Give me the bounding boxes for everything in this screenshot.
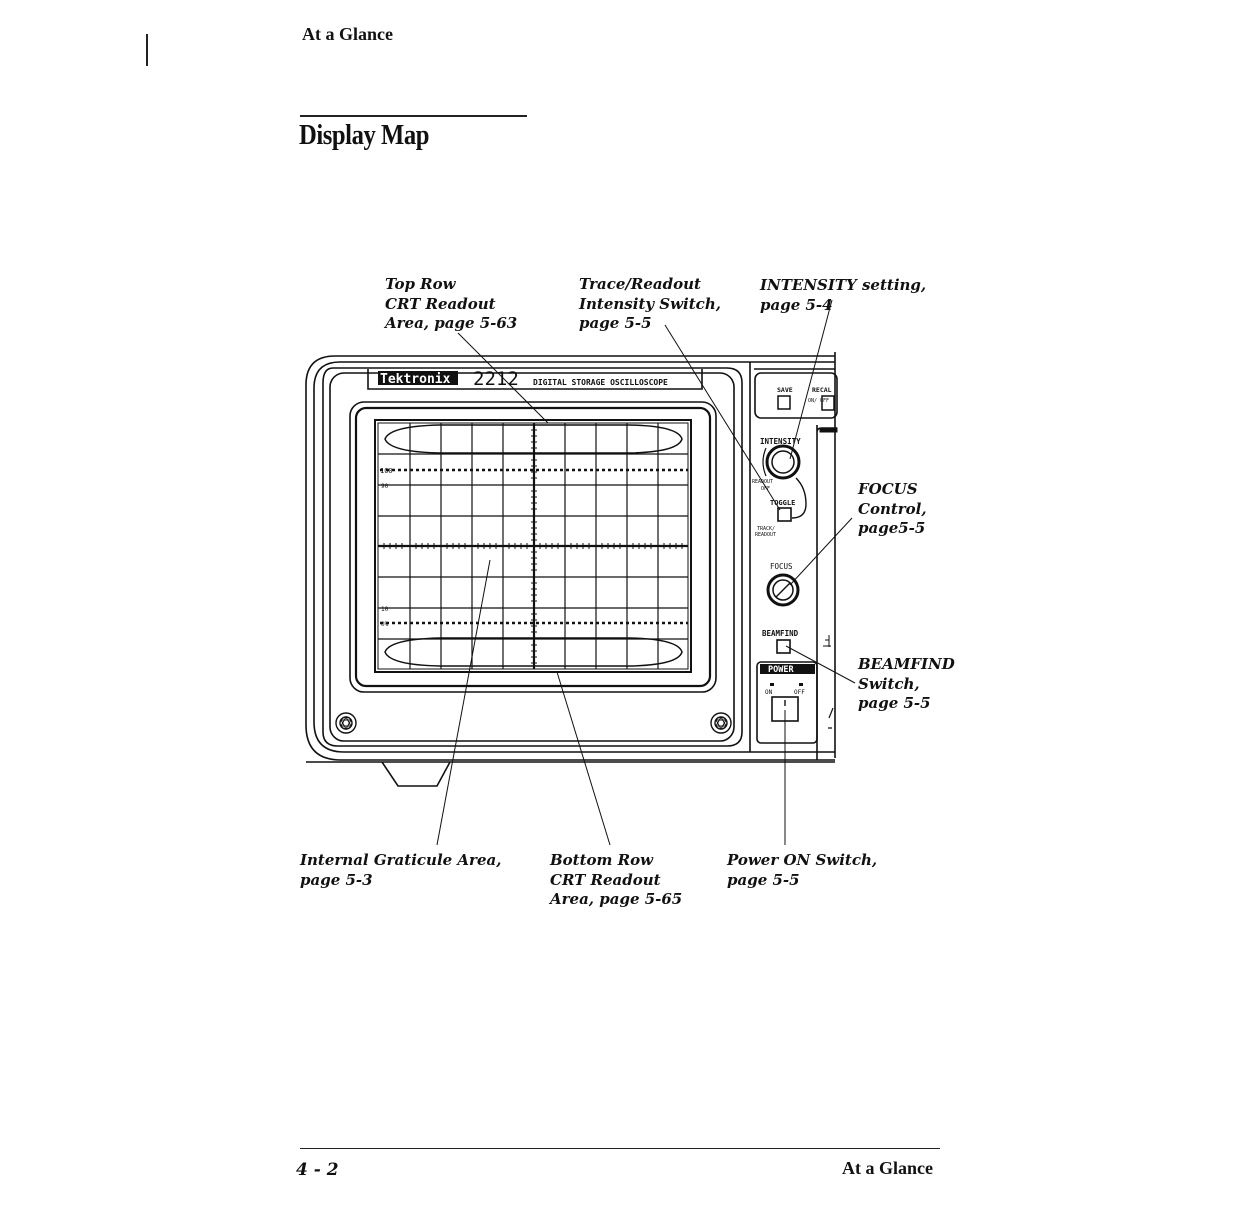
svg-text:INTENSITY: INTENSITY <box>760 437 801 446</box>
page-number: 4 - 2 <box>296 1160 339 1180</box>
crt-frame <box>322 367 743 747</box>
svg-text:READOUT: READOUT <box>755 532 776 538</box>
panel-labels: Tektronix 2212 DIGITAL STORAGE OSCILLOSC… <box>378 368 832 696</box>
crt-frame-inner <box>329 372 735 742</box>
footer-rule <box>300 1148 940 1150</box>
svg-text:BEAMFIND: BEAMFIND <box>762 629 799 638</box>
label-strip <box>367 369 703 390</box>
svg-text:OFF: OFF <box>794 689 805 696</box>
model-number: 2212 <box>473 368 519 390</box>
intensity-knob <box>765 444 801 480</box>
toggle-button <box>777 507 792 522</box>
model-description: DIGITAL STORAGE OSCILLOSCOPE <box>533 378 668 387</box>
svg-text:ON: ON <box>765 689 773 696</box>
svg-text:FOCUS: FOCUS <box>770 562 793 571</box>
front-foot <box>381 761 451 787</box>
svg-text:100: 100 <box>380 467 393 475</box>
change-bar <box>146 34 148 66</box>
svg-text:TRACK/: TRACK/ <box>757 526 775 532</box>
running-footer: At a Glance <box>842 1158 933 1178</box>
bottom-readout-area <box>384 637 683 667</box>
running-header: At a Glance <box>302 24 393 44</box>
page-title: Display Map <box>299 120 430 151</box>
title-rule <box>300 115 527 117</box>
beamfind-button <box>776 639 791 654</box>
svg-text:OFF: OFF <box>761 486 770 492</box>
brand-logo: Tektronix <box>380 372 451 387</box>
focus-knob <box>766 573 800 607</box>
svg-text:POWER: POWER <box>768 665 794 675</box>
control-panel <box>754 372 838 760</box>
outer-bezel-inner <box>313 361 835 753</box>
svg-text:10: 10 <box>381 606 389 613</box>
svg-text:RECAL: RECAL <box>812 386 832 394</box>
svg-text:ON/ OFF: ON/ OFF <box>808 398 829 404</box>
control-panel-edge <box>306 362 835 763</box>
outer-bezel <box>305 355 835 761</box>
mounting-screws <box>335 712 732 734</box>
top-readout-area <box>384 424 683 454</box>
svg-text:TOGGLE: TOGGLE <box>770 499 795 507</box>
leader-lines <box>436 299 856 846</box>
svg-text:0%: 0% <box>381 621 389 628</box>
crt-bezel <box>349 401 717 693</box>
recall-button <box>821 395 835 411</box>
graticule <box>374 419 692 673</box>
svg-text:SAVE: SAVE <box>777 386 793 394</box>
callout-intensity: INTENSITY setting,page 5-4 <box>760 276 927 314</box>
callout-power: Power ON Switch,page 5-5 <box>727 851 878 889</box>
svg-text:90: 90 <box>381 483 389 490</box>
save-button <box>777 395 791 410</box>
callout-graticule: Internal Graticule Area,page 5-3 <box>300 851 502 889</box>
